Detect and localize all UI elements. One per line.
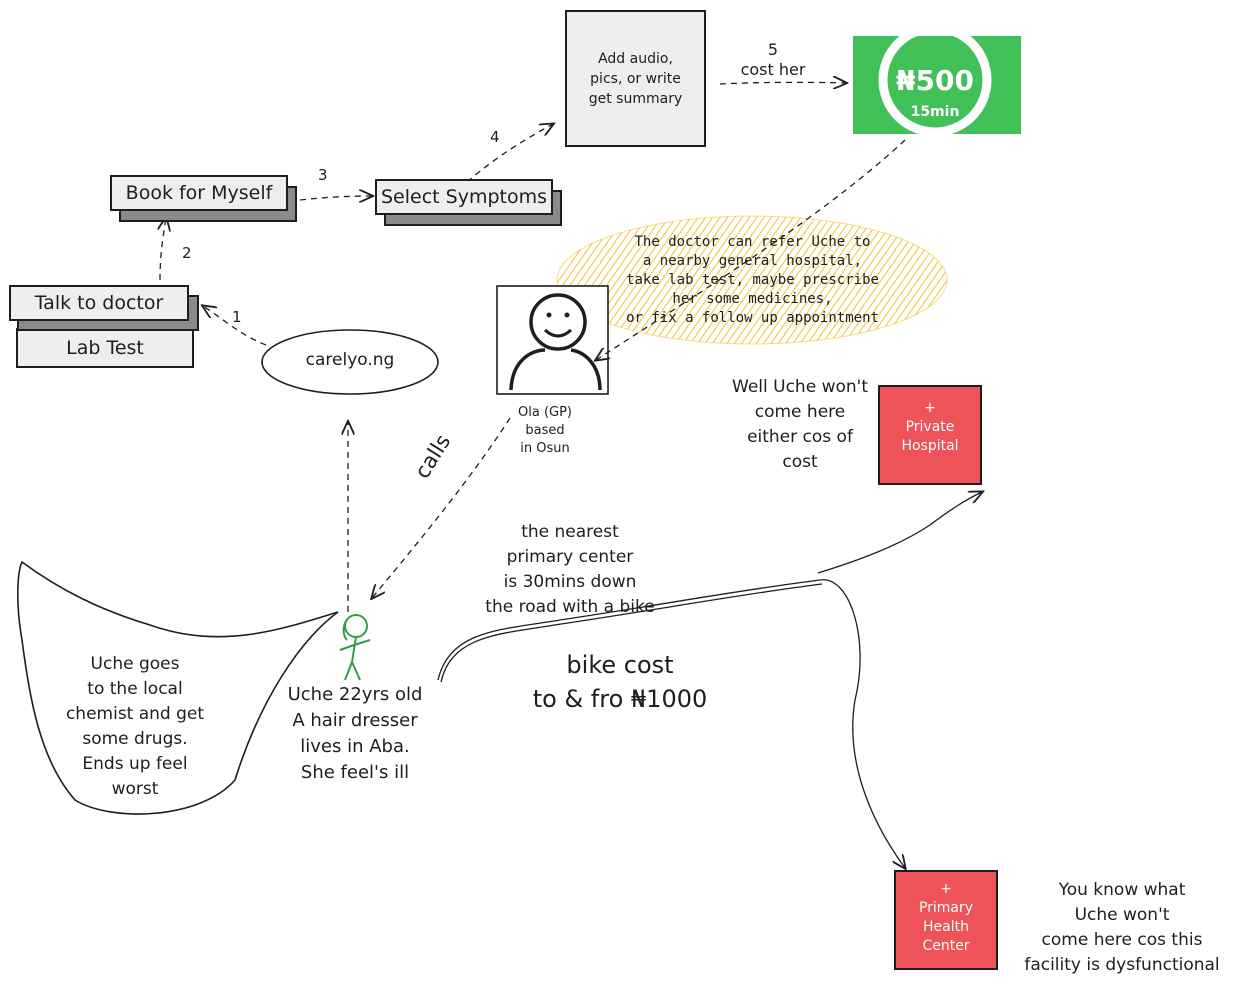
edge-label-4: 4 [490, 128, 500, 146]
primary-center-note: the nearest primary center is 30mins dow… [485, 522, 655, 617]
doctor-note-text: The doctor can refer Uche to a nearby ge… [626, 234, 879, 326]
lab-test-label: Lab Test [66, 337, 144, 359]
doctor-note-blob [556, 215, 948, 345]
chemist-shape [17, 560, 339, 815]
book-for-myself-label: Book for Myself [125, 182, 273, 204]
private-hospital-box[interactable]: + Private Hospital [878, 385, 982, 485]
uche-figure [339, 614, 371, 681]
doctor-avatar-frame [496, 285, 609, 395]
bike-cost-note: bike cost to & fro ₦1000 [532, 651, 708, 713]
select-symptoms-button[interactable]: Select Symptoms [375, 179, 553, 215]
private-hospital-note: Well Uche won't come here either cos of … [732, 377, 868, 472]
price-duration: 15min [910, 104, 960, 120]
price-amount: ₦500 [896, 64, 974, 97]
uche-description: Uche 22yrs old A hair dresser lives in A… [287, 684, 423, 783]
edge-label-3: 3 [318, 166, 328, 184]
doctor-caption: Ola (GP) based in Osun [518, 405, 572, 456]
primary-health-center-box[interactable]: + Primary Health Center [894, 870, 998, 970]
add-audio-card[interactable]: Add audio, pics, or write get summary [565, 10, 706, 147]
carelyo-ellipse [261, 329, 439, 395]
edge-label-1: 1 [232, 308, 242, 326]
select-symptoms-label: Select Symptoms [380, 186, 547, 208]
book-for-myself-button[interactable]: Book for Myself [110, 175, 288, 211]
talk-to-doctor-label: Talk to doctor [34, 292, 164, 314]
talk-to-doctor-button[interactable]: Talk to doctor [9, 285, 189, 321]
edge-label-5: 5 cost her [740, 40, 806, 79]
doctor-face [529, 293, 587, 351]
price-ring [878, 23, 992, 137]
lab-test-button[interactable]: Lab Test [16, 328, 194, 368]
edge-label-2: 2 [182, 244, 192, 262]
phc-note: You know what Uche won't come here cos t… [1024, 880, 1220, 975]
doctor-body [509, 348, 602, 391]
chemist-note: Uche goes to the local chemist and get s… [65, 654, 205, 799]
carelyo-link[interactable]: carelyo.ng [305, 350, 395, 370]
